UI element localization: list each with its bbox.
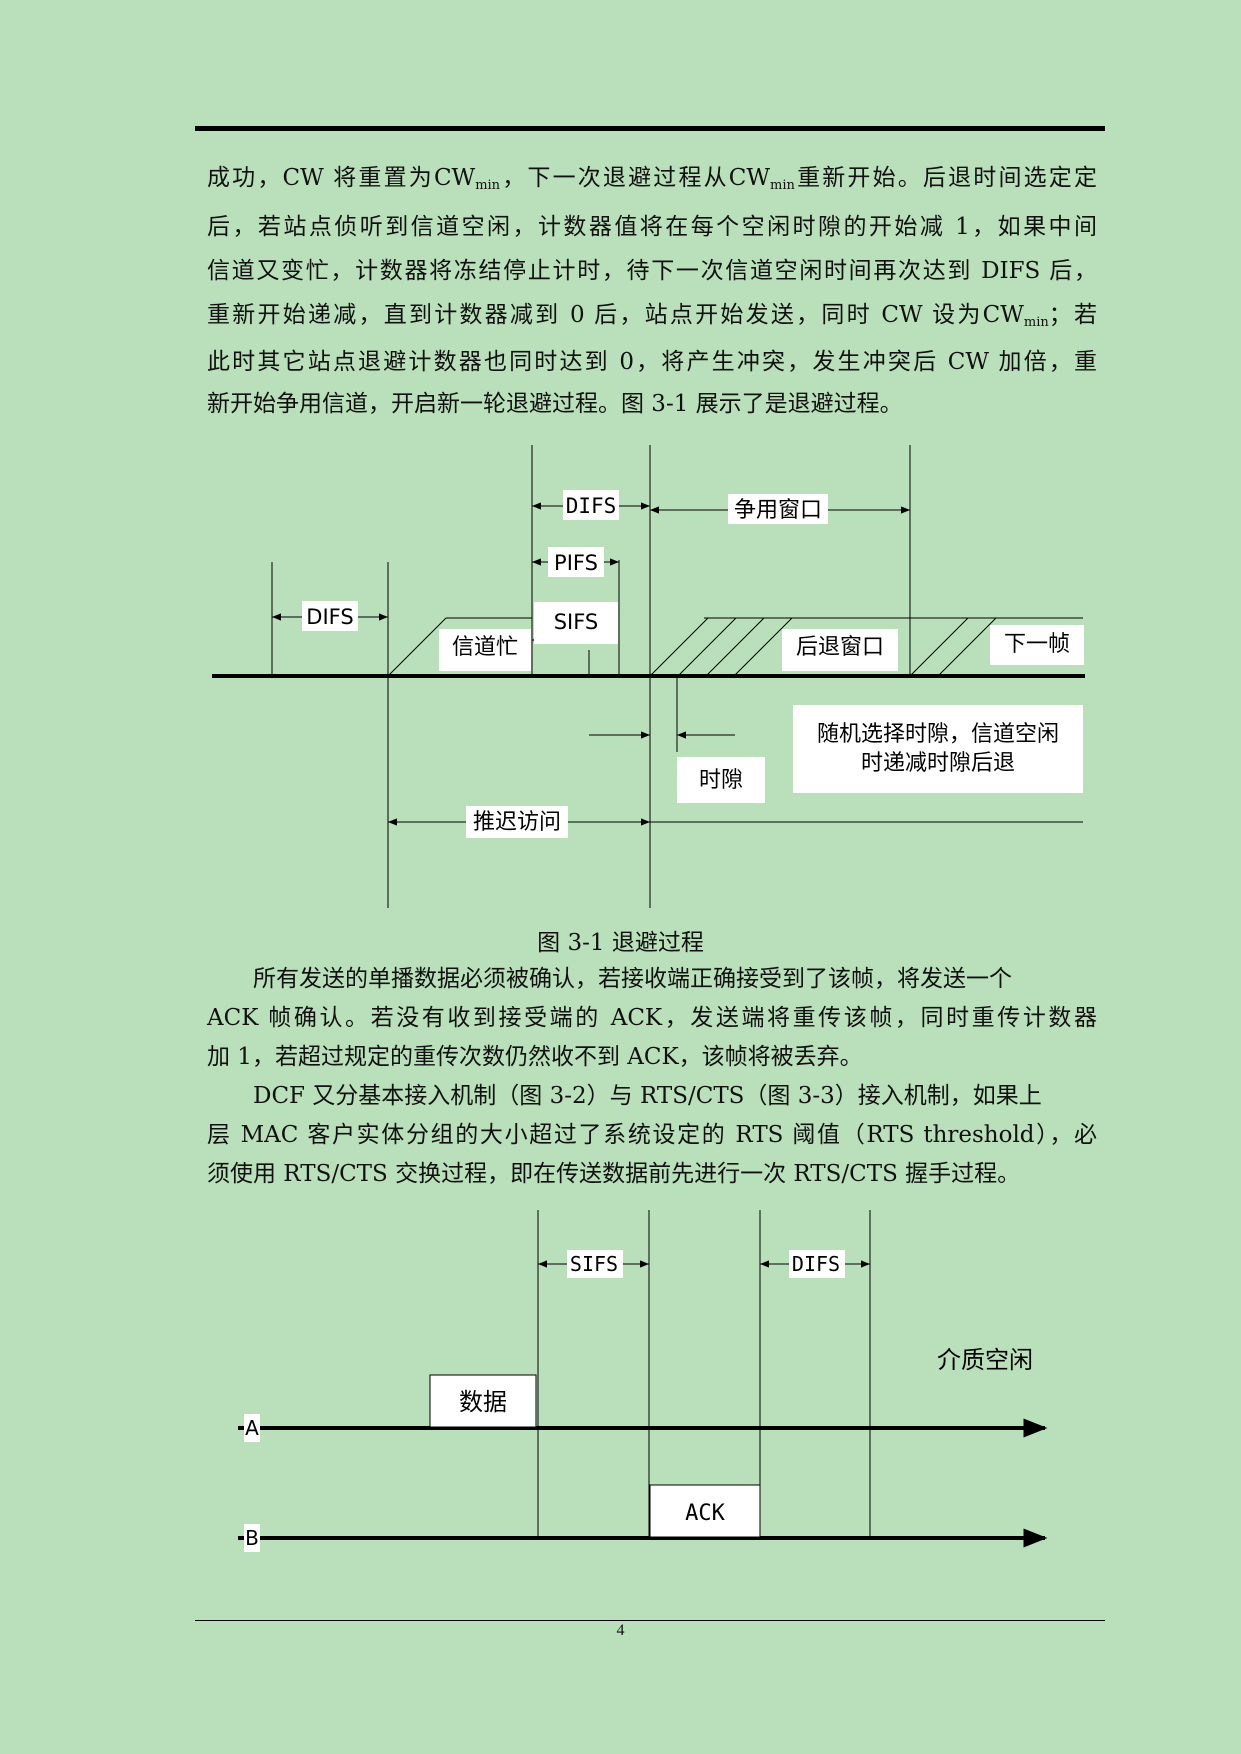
slot-label: 时隙: [699, 768, 743, 793]
sifs-label: SIFS: [570, 1252, 618, 1276]
paragraph-backoff: 成功，CW 将重置为CWmin，下一次退避过程从CWmin重新开始。后退时间选定…: [207, 152, 1097, 422]
channel-busy-label: 信道忙: [452, 635, 518, 660]
ack-label: ACK: [685, 1501, 725, 1526]
data-frame: [429, 1374, 537, 1428]
page-number: 4: [616, 1622, 625, 1639]
slot-note-line1: 随机选择时隙，信道空闲: [817, 722, 1059, 747]
text-line: 信道又变忙，计数器将冻结停止计时，待下一次信道空闲时间再次达到 DIFS 后，: [207, 258, 1097, 284]
text-line: DCF 又分基本接入机制（图 3-2）与 RTS/CTS（图 3-3）接入机制，…: [253, 1083, 1042, 1109]
backoff-window-label: 后退窗口: [796, 635, 884, 660]
text-line: 重新开始递减，直到计数器减到 0 后，站点开始发送，同时 CW 设为CWmin；…: [207, 302, 1098, 330]
figure-caption: 图 3-1 退避过程: [537, 930, 704, 956]
ack-frame: [649, 1484, 761, 1538]
defer-access-label: 推迟访问: [473, 810, 561, 835]
header-rule: [195, 126, 1105, 131]
difs-label: DIFS: [566, 494, 617, 518]
text-line: 须使用 RTS/CTS 交换过程，即在传送数据前先进行一次 RTS/CTS 握手…: [207, 1161, 1021, 1187]
next-frame-label: 下一帧: [1004, 632, 1070, 657]
text-line: 所有发送的单播数据必须被确认，若接收端正确接受到了该帧，将发送一个: [253, 966, 1012, 992]
contention-window-label: 争用窗口: [734, 498, 822, 523]
footer-rule: [195, 1620, 1105, 1621]
data-label: 数据: [459, 1388, 507, 1416]
text-line: 新开始争用信道，开启新一轮退避过程。图 3-1 展示了是退避过程。: [207, 391, 903, 417]
text-line: 此时其它站点退避计数器也同时达到 0，将产生冲突，发生冲突后 CW 加倍，重: [207, 349, 1097, 375]
pifs-label: PIFS: [554, 551, 598, 575]
slot-note-line2: 时递减时隙后退: [861, 751, 1015, 776]
sifs-label: SIFS: [554, 610, 599, 634]
station-a-label: A: [245, 1416, 259, 1440]
medium-idle-label: 介质空闲: [937, 1346, 1033, 1374]
paragraph-ack-dcf: 所有发送的单播数据必须被确认，若接收端正确接受到了该帧，将发送一个 ACK 帧确…: [207, 960, 1097, 1194]
text-line: 成功，CW 将重置为CWmin，下一次退避过程从CWmin重新开始。后退时间选定…: [207, 165, 1097, 193]
text-line: 后，若站点侦听到信道空闲，计数器值将在每个空闲时隙的开始减 1，如果中间: [207, 214, 1097, 240]
text-line: ACK 帧确认。若没有收到接受端的 ACK，发送端将重传该帧，同时重传计数器: [207, 1005, 1097, 1031]
station-b-label: B: [245, 1526, 259, 1550]
text-line: 层 MAC 客户实体分组的大小超过了系统设定的 RTS 阈值（RTS thres…: [207, 1122, 1097, 1148]
difs-left-label: DIFS: [306, 605, 353, 629]
difs-label: DIFS: [792, 1252, 840, 1276]
text-line: 加 1，若超过规定的重传次数仍然收不到 ACK，该帧将被丢弃。: [207, 1044, 863, 1070]
